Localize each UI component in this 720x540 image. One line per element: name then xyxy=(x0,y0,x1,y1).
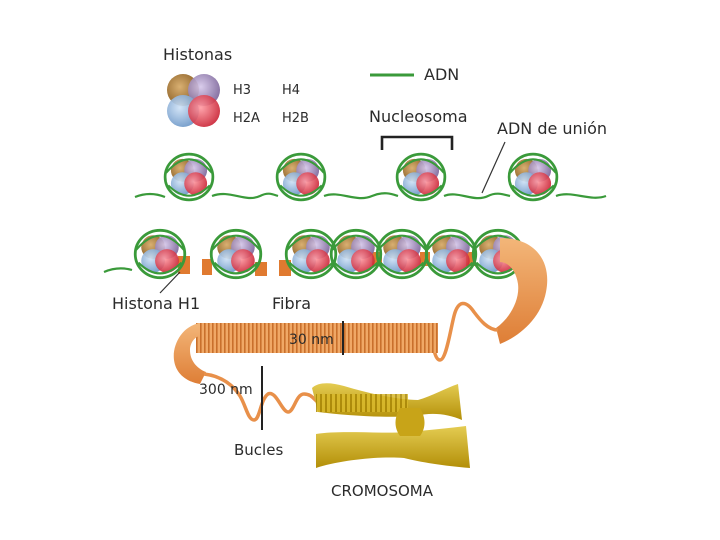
nucleosome-2 xyxy=(277,154,325,200)
label-300nm: 300 nm xyxy=(199,382,253,398)
label-h2a: H2A xyxy=(233,111,260,126)
fiber-cone xyxy=(496,238,548,344)
label-30nm: 30 nm xyxy=(289,332,334,348)
histone-legend-cluster xyxy=(167,74,220,127)
chromosome-ribbed-band xyxy=(316,394,408,412)
beads-on-string xyxy=(134,154,607,200)
linker-dna-pointer xyxy=(481,141,506,194)
fiber-30nm-ribbed xyxy=(196,323,438,353)
label-linker-dna: ADN de unión xyxy=(497,119,607,138)
nucleosome-4 xyxy=(509,154,557,200)
label-h3: H3 xyxy=(233,83,251,98)
chromatin-fiber: 30 nm xyxy=(173,238,548,422)
fiber-loops xyxy=(203,372,319,422)
label-histone-h1: Histona H1 xyxy=(112,294,200,313)
nucleosome-1 xyxy=(165,154,213,200)
label-dna: ADN xyxy=(424,65,459,84)
histones-title: Histonas xyxy=(163,45,232,64)
label-nucleosome: Nucleosoma xyxy=(369,107,468,126)
label-h4: H4 xyxy=(282,83,300,98)
chromosome-centromere xyxy=(395,408,425,436)
nucleosomes-with-h1 xyxy=(103,230,523,277)
histone-h1-pointer xyxy=(159,271,181,294)
nucleosome-3 xyxy=(397,154,445,200)
nucleosome-bracket xyxy=(380,135,454,150)
label-fiber: Fibra xyxy=(272,294,311,313)
dna-strand-row2 xyxy=(103,267,133,274)
dna-strand-row1 xyxy=(134,192,607,200)
fiber-left-curve xyxy=(173,323,206,384)
histones-legend: Histonas H3 H4 H2A H2B xyxy=(163,45,309,127)
chromosome-lower-arm xyxy=(316,426,470,468)
dna-legend: ADN xyxy=(370,65,459,84)
label-chromosome: CROMOSOMA xyxy=(331,482,434,500)
chromosome: CROMOSOMA xyxy=(312,383,470,500)
label-loops: Bucles xyxy=(234,441,283,459)
fiber-wave-right xyxy=(430,301,499,362)
label-h2b: H2B xyxy=(282,111,309,126)
